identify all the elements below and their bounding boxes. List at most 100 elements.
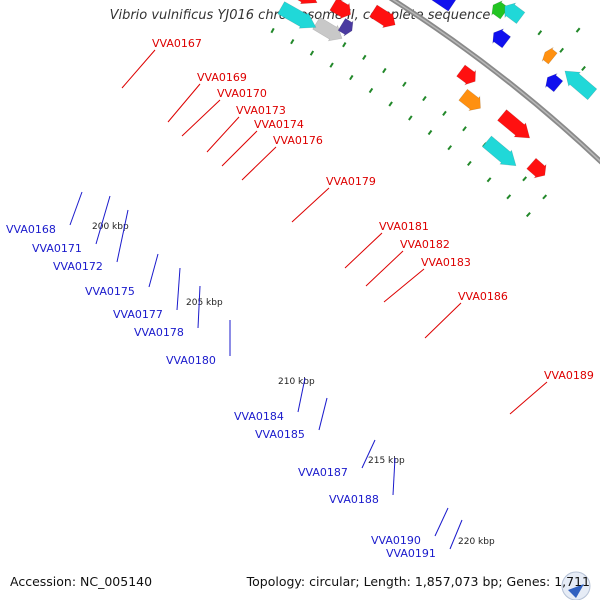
- forward-gene-label[interactable]: VVA0167: [152, 37, 202, 50]
- tick-mark: [522, 176, 528, 182]
- forward-gene-label[interactable]: VVA0179: [326, 175, 376, 188]
- forward-gene-arrow[interactable]: [481, 135, 517, 167]
- reverse-gene-label[interactable]: VVA0187: [298, 466, 348, 479]
- tick-mark: [525, 212, 531, 218]
- tick-mark: [581, 65, 586, 72]
- forward-gene-arrow[interactable]: [456, 64, 476, 86]
- reverse-gene-arrow[interactable]: [491, 0, 509, 20]
- reverse-leader-line: [197, 285, 201, 329]
- tick-mark: [362, 54, 367, 61]
- reverse-gene-arrow[interactable]: [544, 72, 564, 93]
- forward-gene-label[interactable]: VVA0176: [273, 134, 323, 147]
- reverse-gene-label[interactable]: VVA0185: [255, 428, 305, 441]
- forward-gene-label[interactable]: VVA0182: [400, 238, 450, 251]
- forward-gene-arrow[interactable]: [458, 88, 481, 112]
- forward-leader-line: [121, 49, 156, 89]
- forward-leader-line: [241, 146, 277, 181]
- forward-leader-line: [167, 83, 201, 123]
- tick-mark: [559, 47, 565, 53]
- reverse-leader-line: [434, 507, 449, 537]
- reverse-leader-line: [449, 519, 463, 550]
- reverse-leader-line: [361, 439, 376, 469]
- gene-features: [277, 0, 598, 179]
- nav-arrow-icon: [568, 584, 584, 598]
- reverse-gene-label[interactable]: VVA0168: [6, 223, 56, 236]
- forward-gene-label[interactable]: VVA0189: [544, 369, 594, 382]
- forward-gene-arrow[interactable]: [337, 17, 354, 37]
- tick-mark: [422, 95, 427, 102]
- tick-mark: [388, 101, 393, 107]
- forward-gene-label[interactable]: VVA0174: [254, 118, 304, 131]
- scale-label: 210 kbp: [278, 377, 315, 387]
- reverse-gene-arrow[interactable]: [564, 70, 598, 101]
- reverse-gene-arrow[interactable]: [492, 28, 512, 49]
- forward-leader-line: [365, 250, 404, 287]
- nav-corner[interactable]: [561, 571, 591, 600]
- tick-mark: [342, 42, 347, 48]
- reverse-gene-label[interactable]: VVA0184: [234, 410, 284, 423]
- reverse-leader-line: [69, 191, 83, 226]
- tick-mark: [486, 177, 492, 183]
- tick-mark: [349, 74, 354, 81]
- tick-mark: [575, 27, 581, 33]
- forward-gene-arrow[interactable]: [329, 0, 351, 20]
- forward-gene-arrow[interactable]: [279, 0, 318, 5]
- scale-label: 205 kbp: [186, 298, 223, 308]
- tick-mark: [270, 27, 275, 34]
- leader-lines: [69, 49, 548, 550]
- tick-mark: [402, 81, 407, 87]
- tick-mark: [368, 87, 374, 94]
- reverse-gene-label[interactable]: VVA0177: [113, 308, 163, 321]
- tick-mark: [329, 62, 334, 68]
- forward-leader-line: [424, 302, 462, 339]
- reverse-gene-label[interactable]: VVA0178: [134, 326, 184, 339]
- backbone-arc: [388, 0, 600, 165]
- forward-gene-arrow[interactable]: [312, 16, 343, 42]
- reverse-gene-label[interactable]: VVA0175: [85, 285, 135, 298]
- tick-mark: [382, 67, 387, 74]
- reverse-leader-line: [318, 397, 328, 431]
- topology-text: Topology: circular; Length: 1,857,073 bp…: [246, 574, 590, 589]
- forward-gene-label[interactable]: VVA0169: [197, 71, 247, 84]
- forward-gene-label[interactable]: VVA0173: [236, 104, 286, 117]
- reverse-gene-label[interactable]: VVA0171: [32, 242, 82, 255]
- reverse-gene-label[interactable]: VVA0190: [371, 534, 421, 547]
- tick-mark: [309, 50, 315, 56]
- forward-gene-arrow[interactable]: [369, 4, 396, 29]
- forward-gene-label[interactable]: VVA0181: [379, 220, 429, 233]
- forward-gene-label[interactable]: VVA0183: [421, 256, 471, 269]
- scale-label: 215 kbp: [368, 456, 405, 466]
- forward-gene-arrow[interactable]: [277, 1, 317, 29]
- forward-gene-label[interactable]: VVA0170: [217, 87, 267, 100]
- reverse-leader-line: [176, 267, 181, 311]
- reverse-gene-label[interactable]: VVA0191: [386, 547, 436, 560]
- reverse-leader-line: [116, 209, 129, 263]
- reverse-gene-label[interactable]: VVA0188: [329, 493, 379, 506]
- reverse-leader-line: [148, 253, 159, 288]
- reverse-gene-label[interactable]: VVA0172: [53, 260, 103, 273]
- reverse-gene-label[interactable]: VVA0180: [166, 354, 216, 367]
- reverse-gene-arrow[interactable]: [541, 47, 558, 65]
- backbone-highlight: [391, 0, 600, 163]
- chromosome-backbone: [388, 0, 600, 165]
- reverse-gene-arrow[interactable]: [419, 0, 457, 12]
- forward-leader-line: [291, 187, 330, 223]
- forward-gene-arrow[interactable]: [526, 157, 547, 179]
- tick-mark: [542, 194, 548, 200]
- forward-gene-arrow[interactable]: [497, 109, 531, 139]
- scale-label: 200 kbp: [92, 222, 129, 232]
- tick-marks: [270, 27, 586, 218]
- nav-corner-button[interactable]: [561, 571, 591, 600]
- reverse-leader-line: [297, 377, 306, 413]
- forward-leader-line: [383, 268, 425, 303]
- tick-mark: [506, 194, 512, 200]
- reverse-gene-arrow[interactable]: [504, 2, 526, 25]
- gene-labels: VVA0167VVA0169VVA0170VVA0173VVA0174VVA01…: [6, 37, 594, 560]
- accession-text: Accession: NC_005140: [10, 574, 153, 589]
- forward-gene-label[interactable]: VVA0186: [458, 290, 508, 303]
- reverse-leader-line: [95, 195, 111, 245]
- forward-leader-line: [221, 130, 258, 167]
- tick-mark: [442, 110, 447, 116]
